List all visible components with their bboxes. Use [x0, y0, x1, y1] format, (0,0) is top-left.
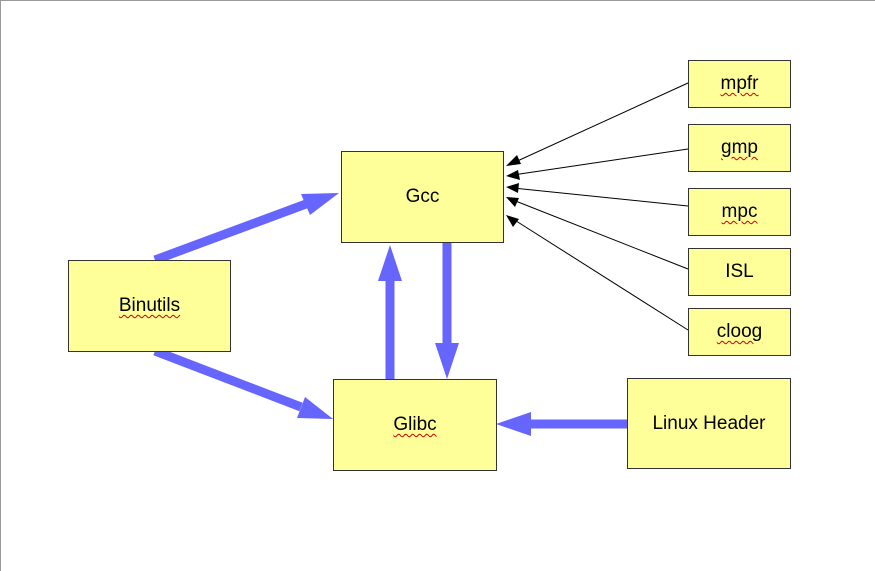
node-linux-header-label: Linux Header [652, 412, 766, 434]
node-gcc-label: Gcc [405, 186, 440, 207]
node-mpc: mpc [688, 188, 791, 236]
node-gcc: Gcc [341, 151, 504, 243]
edge-glibc-gcc [378, 245, 402, 379]
node-gmp-label: gmp [721, 137, 758, 158]
edge-cloog-gcc [506, 215, 689, 331]
edge-linux-header-glibc [496, 412, 627, 436]
node-linux-header: Linux Header [627, 378, 791, 469]
node-cloog-label: cloog [716, 321, 763, 342]
node-binutils-label: Binutils [118, 295, 181, 316]
edge-binutils-gcc [153, 193, 339, 265]
node-binutils: Binutils [68, 260, 231, 352]
edge-isl-gcc [506, 197, 689, 270]
edge-gmp-gcc [506, 148, 689, 180]
edge-mpfr-gcc [506, 82, 689, 166]
node-glibc-label: Glibc [393, 414, 437, 435]
edge-binutils-glibc [153, 346, 333, 419]
node-gmp: gmp [688, 124, 791, 172]
node-cloog: cloog [688, 308, 791, 356]
node-isl: ISL [688, 248, 791, 296]
node-mpfr-label: mpfr [720, 73, 759, 94]
node-mpfr: mpfr [688, 60, 791, 108]
node-mpc-label: mpc [721, 201, 758, 222]
edge-mpc-gcc [506, 183, 689, 207]
node-glibc: Glibc [333, 379, 497, 471]
edge-gcc-glibc [435, 243, 459, 379]
node-isl-label: ISL [725, 261, 754, 282]
